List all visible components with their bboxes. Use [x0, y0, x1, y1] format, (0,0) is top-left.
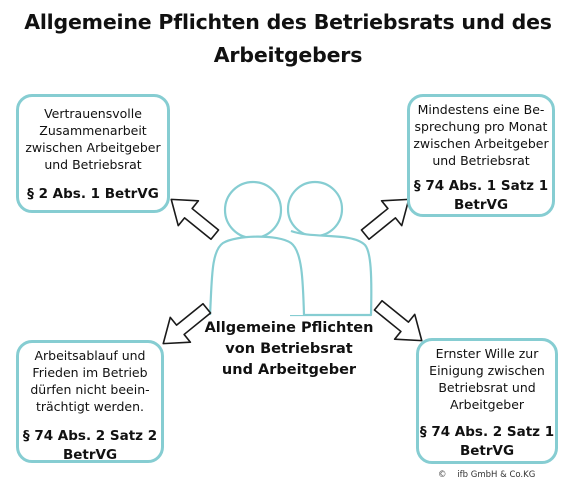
title-line-1: Allgemeine Pflichten des Betriebsrats un…	[24, 10, 552, 34]
duty-box-text: Vertrauensvolle Zusammenarbeit zwischen …	[19, 105, 167, 173]
duty-line: Ernster Wille zur	[435, 346, 539, 361]
arrow-icon	[360, 198, 410, 241]
duty-line: und Betriebsrat	[44, 157, 142, 172]
duty-line: trächtigt werden.	[35, 399, 145, 414]
duty-line: Mindestens eine Be-	[417, 102, 545, 117]
arrow-icon	[373, 299, 423, 342]
duty-line: und Betriebsrat	[432, 153, 530, 168]
diagram-title: Allgemeine Pflichten des Betriebsrats un…	[20, 6, 556, 72]
law-reference-line: § 74 Abs. 1 Satz 1	[413, 178, 549, 194]
law-reference: § 74 Abs. 1 Satz 1 BetrVG	[410, 177, 552, 215]
duty-line: sprechung pro Monat	[414, 119, 548, 134]
law-reference-line: BetrVG	[453, 197, 509, 213]
center-label-line-2: von Betriebsrat	[225, 341, 353, 357]
law-reference: § 74 Abs. 2 Satz 1 BetrVG	[419, 423, 555, 461]
right-person-head	[286, 180, 344, 238]
duty-box-text: Arbeitsablauf und Frieden im Betrieb dür…	[19, 347, 161, 415]
right-person-body	[290, 229, 373, 317]
duty-line: zwischen Arbeitgeber	[413, 136, 549, 151]
center-label: Allgemeine Pflichten von Betriebsrat und…	[198, 318, 380, 381]
law-reference-line: § 74 Abs. 2 Satz 1	[419, 424, 555, 440]
duty-line: Arbeitgeber	[449, 397, 525, 412]
center-label-line-3: und Arbeitgeber	[221, 362, 357, 378]
duty-line: Betriebsrat und	[438, 380, 536, 395]
left-person-head	[223, 180, 283, 240]
law-reference-line: § 74 Abs. 2 Satz 2	[22, 428, 158, 444]
duty-line: Frieden im Betrieb	[32, 365, 148, 380]
copyright-icon: ©	[438, 470, 447, 480]
law-reference-line: BetrVG	[459, 443, 515, 459]
law-reference-line: § 2 Abs. 1 BetrVG	[27, 186, 159, 202]
copyright-notice: © ifb GmbH & Co.KG	[438, 470, 535, 480]
duty-box-workplace-peace: Arbeitsablauf und Frieden im Betrieb dür…	[16, 340, 164, 463]
copyright-text: ifb GmbH & Co.KG	[457, 470, 536, 480]
arrow-icon	[170, 198, 220, 241]
center-label-line-1: Allgemeine Pflichten	[204, 320, 374, 336]
duty-box-text: Ernster Wille zur Einigung zwischen Betr…	[419, 345, 555, 413]
duty-box-text: Mindestens eine Be- sprechung pro Monat …	[410, 101, 552, 169]
duty-line: Arbeitsablauf und	[34, 348, 146, 363]
duty-line: zwischen Arbeitgeber	[25, 140, 161, 155]
duty-line: Zusammenarbeit	[39, 123, 147, 138]
title-line-2: Arbeitgebers	[213, 43, 363, 67]
duty-line: Vertrauensvolle	[44, 106, 142, 121]
duty-box-will-to-agree: Ernster Wille zur Einigung zwischen Betr…	[416, 338, 558, 464]
arrow-icon	[162, 302, 212, 345]
law-reference: § 74 Abs. 2 Satz 2 BetrVG	[19, 427, 161, 465]
duty-line: dürfen nicht beein-	[30, 382, 150, 397]
law-reference: § 2 Abs. 1 BetrVG	[19, 185, 167, 204]
duty-box-cooperation: Vertrauensvolle Zusammenarbeit zwischen …	[16, 94, 170, 213]
law-reference-line: BetrVG	[62, 447, 118, 463]
duty-box-monthly-meeting: Mindestens eine Be- sprechung pro Monat …	[407, 94, 555, 217]
left-person-body	[208, 235, 306, 316]
duty-line: Einigung zwischen	[429, 363, 545, 378]
